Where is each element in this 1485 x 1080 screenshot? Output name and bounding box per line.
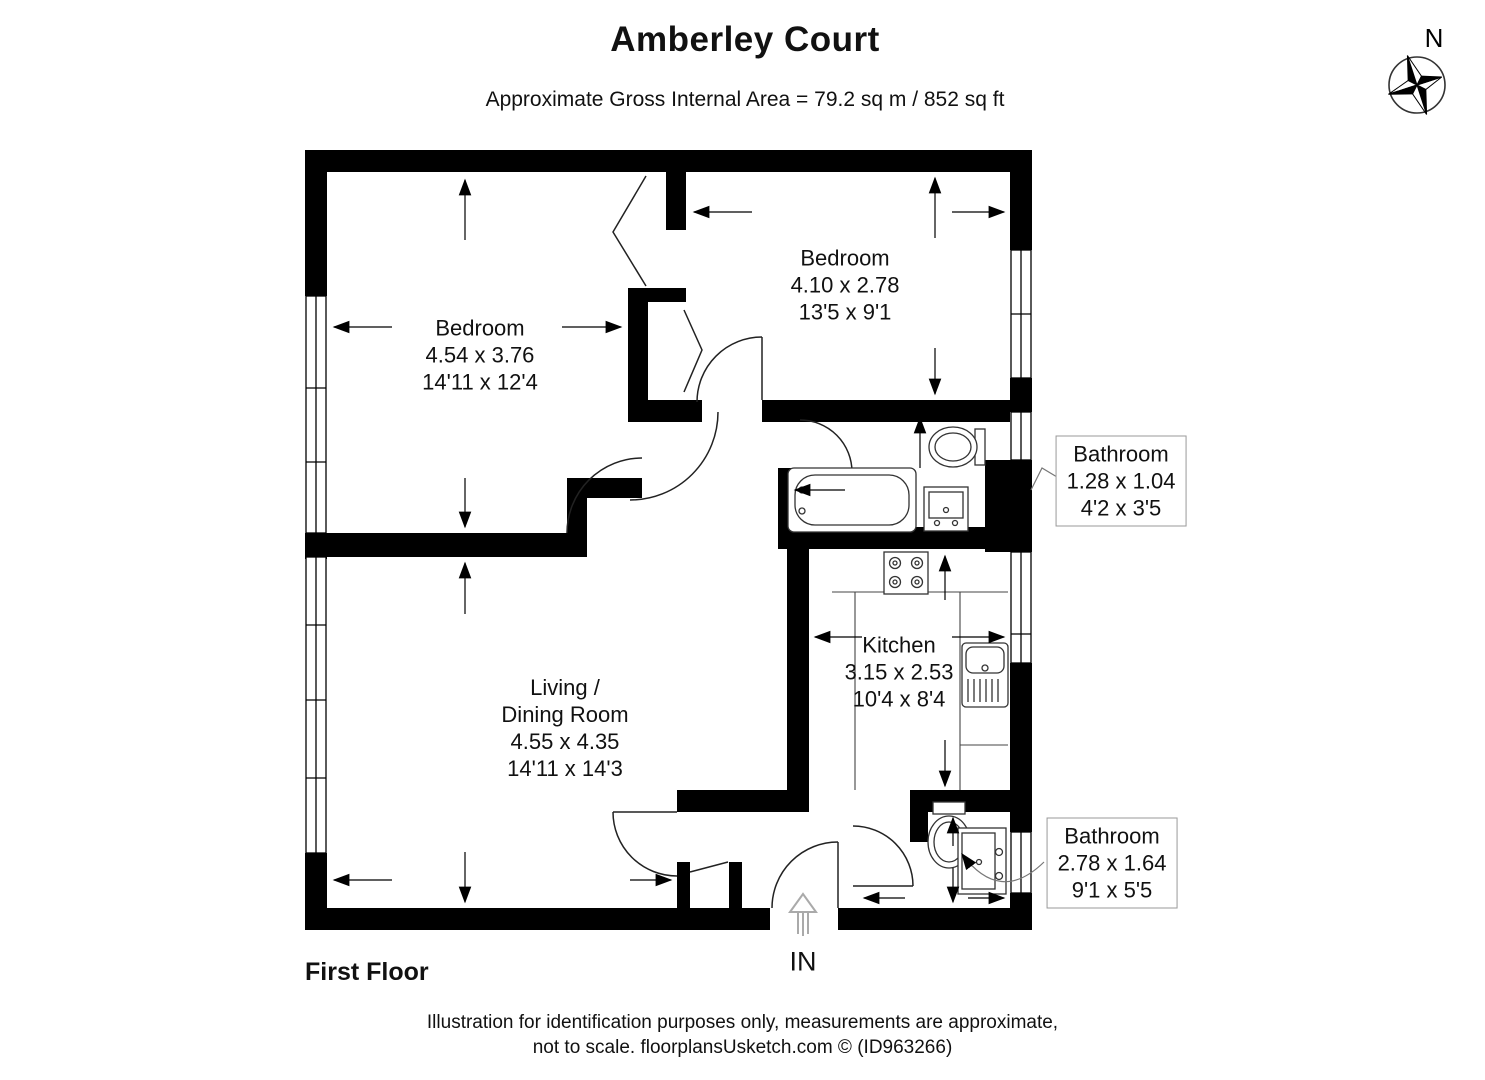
footer-line2: not to scale. floorplansUsketch.com © (I… (532, 1037, 953, 1058)
bifold-door-icon (612, 175, 647, 287)
bifold-door-icon (683, 309, 703, 393)
room-name: Bathroom (1073, 441, 1169, 467)
dimension-arrows (332, 176, 1006, 905)
windows (305, 249, 1032, 894)
compass-north-label: N (1425, 23, 1444, 53)
room-name: Bedroom (435, 315, 525, 341)
window-bedroom2-right (1010, 249, 1032, 379)
sink-icon (923, 486, 969, 532)
leader-bathroom2 (961, 852, 1045, 883)
room-imperial: 14'11 x 14'3 (507, 756, 623, 781)
door-bedroom2 (696, 336, 763, 403)
footer-disclaimer: Illustration for identification purposes… (0, 1010, 1485, 1060)
window-bedroom1-left (305, 295, 327, 534)
footer-line1: Illustration for identification purposes… (426, 1012, 1059, 1033)
room-name: Bedroom (800, 245, 890, 271)
page-subtitle: Approximate Gross Internal Area = 79.2 s… (485, 88, 1005, 111)
window-kitchen-right (1010, 551, 1032, 664)
window-living-left (305, 556, 327, 854)
walls (305, 150, 1032, 930)
room-label-kitchen: Kitchen 3.15 x 2.53 10'4 x 8'4 (845, 632, 954, 713)
page-title: Amberley Court (610, 20, 880, 59)
room-label-bathroom1: Bathroom 1.28 x 1.04 4'2 x 3'5 (1055, 435, 1187, 527)
floor-label: First Floor (305, 958, 429, 986)
room-name: Bathroom (1064, 823, 1160, 849)
room-name: Kitchen (862, 632, 936, 658)
entrance-label: IN (789, 946, 817, 977)
room-metric: 1.28 x 1.04 (1066, 468, 1176, 494)
room-metric: 4.10 x 2.78 (790, 272, 900, 298)
closet-door-leaf (689, 861, 729, 873)
bathtub-icon (787, 467, 917, 533)
room-label-bathroom2: Bathroom 2.78 x 1.64 9'1 x 5'5 (1046, 817, 1178, 909)
room-label-bedroom1: Bedroom 4.54 x 3.76 14'11 x 12'4 (422, 315, 538, 396)
room-imperial: 14'11 x 12'4 (422, 369, 538, 395)
door-bathroom2 (852, 825, 914, 887)
room-imperial: 9'1 x 5'5 (1071, 877, 1153, 903)
door-bathroom1 (799, 419, 853, 473)
fixtures (787, 426, 1009, 895)
room-label-living: Living / Dining Room 4.55 x 4.35 14'11 x… (501, 674, 628, 782)
kitchen-sink-icon (961, 642, 1009, 708)
window-bathroom2-right (1010, 831, 1032, 894)
room-name: Dining Room (501, 702, 629, 727)
leader-lines (961, 467, 1063, 883)
toilet-icon (928, 426, 986, 468)
room-metric: 4.55 x 4.35 (510, 729, 620, 754)
entrance-arrow-icon (788, 892, 818, 936)
sink-icon (957, 827, 1007, 895)
leader-bathroom1 (1030, 467, 1063, 491)
hob-icon (883, 551, 929, 595)
door-living-lower (612, 811, 678, 877)
room-metric: 2.78 x 1.64 (1057, 850, 1167, 876)
door-entrance (771, 841, 839, 909)
room-imperial: 13'5 x 9'1 (798, 299, 892, 325)
doors (566, 175, 914, 909)
room-imperial: 10'4 x 8'4 (852, 686, 946, 712)
compass-icon: N (1388, 23, 1446, 115)
door-hall-living (566, 457, 643, 534)
door-hall-cupboard (629, 411, 719, 501)
room-name: Living / (530, 675, 600, 700)
room-imperial: 4'2 x 3'5 (1080, 495, 1162, 521)
window-bathroom1-right (1010, 411, 1032, 461)
room-metric: 3.15 x 2.53 (844, 659, 954, 685)
room-metric: 4.54 x 3.76 (425, 342, 535, 368)
room-label-bedroom2: Bedroom 4.10 x 2.78 13'5 x 9'1 (791, 245, 900, 326)
